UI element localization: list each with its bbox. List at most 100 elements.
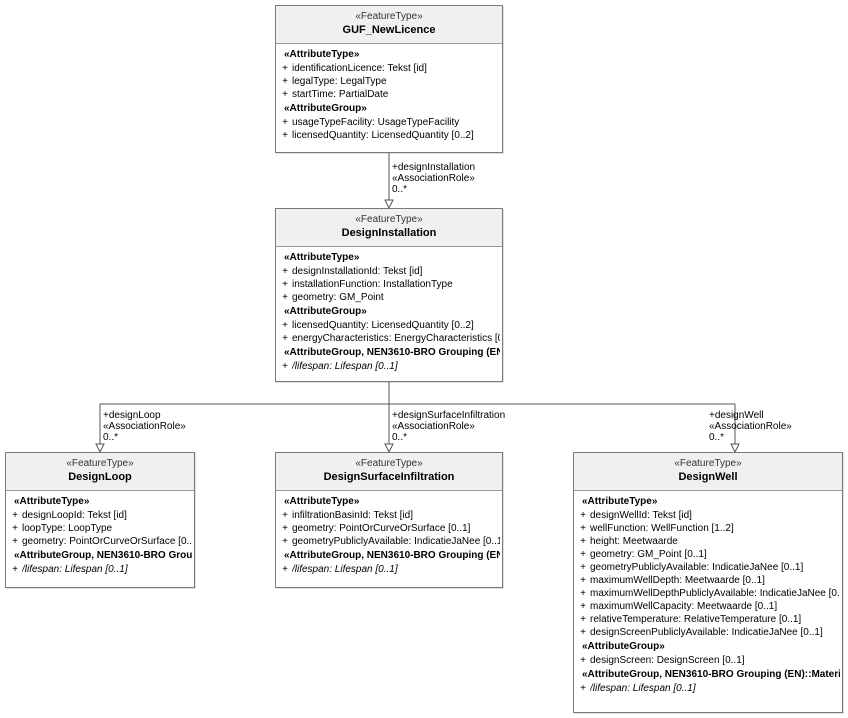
association-stereotype: «AssociationRole» (709, 421, 792, 432)
attribute-row: + designScreen: DesignScreen [0..1] (576, 654, 840, 667)
association-label-design-well: +designWell «AssociationRole» 0..* (709, 410, 792, 443)
class-stereotype: «FeatureType» (66, 458, 134, 469)
attribute-row: + /lifespan: Lifespan [0..1] (278, 360, 500, 373)
class-designsurfaceinfiltration[interactable]: «FeatureType» DesignSurfaceInfiltration … (275, 452, 503, 588)
attribute-text: energyCharacteristics: EnergyCharacteris… (292, 333, 500, 344)
attribute-row: + infiltrationBasinId: Tekst [id] (278, 509, 500, 522)
visibility-marker: + (580, 601, 586, 612)
visibility-marker: + (282, 564, 288, 575)
attribute-text: designInstallationId: Tekst [id] (292, 266, 423, 277)
attribute-row: + installationFunction: InstallationType (278, 278, 500, 291)
class-stereotype: «FeatureType» (674, 458, 742, 469)
visibility-marker: + (580, 510, 586, 521)
class-header: «FeatureType» DesignInstallation (276, 209, 502, 247)
visibility-marker: + (580, 549, 586, 560)
association-role: +designLoop (103, 410, 161, 421)
attribute-row: + designScreenPubliclyAvailable: Indicat… (576, 626, 840, 639)
visibility-marker: + (12, 536, 18, 547)
association-stereotype: «AssociationRole» (103, 421, 186, 432)
attribute-text: /lifespan: Lifespan [0..1] (22, 564, 128, 575)
class-designwell[interactable]: «FeatureType» DesignWell «AttributeType»… (573, 452, 843, 713)
attribute-text: usageTypeFacility: UsageTypeFacility (292, 117, 460, 128)
class-title: DesignSurfaceInfiltration (323, 471, 455, 483)
attribute-row: + height: Meetwaarde (576, 535, 840, 548)
visibility-marker: + (282, 89, 288, 100)
class-stereotype: «FeatureType» (355, 11, 423, 22)
attribute-row: + maximumWellCapacity: Meetwaarde [0..1] (576, 600, 840, 613)
visibility-marker: + (12, 564, 18, 575)
attribute-row: + designInstallationId: Tekst [id] (278, 265, 500, 278)
visibility-marker: + (580, 588, 586, 599)
attribute-row: + maximumWellDepthPubliclyAvailable: Ind… (576, 587, 840, 600)
attribute-row: + designLoopId: Tekst [id] (8, 509, 192, 522)
class-stereotype: «FeatureType» (355, 214, 423, 225)
attribute-text: height: Meetwaarde (590, 536, 678, 547)
attribute-group-label: «AttributeType» (284, 49, 360, 60)
attribute-text: geometry: PointOrCurveOrSurface [0..1] (292, 523, 471, 534)
attribute-row: + startTime: PartialDate (278, 88, 500, 101)
attribute-text: geometry: GM_Point [0..1] (590, 549, 707, 560)
visibility-marker: + (282, 292, 288, 303)
association-multiplicity: 0..* (709, 432, 725, 443)
attribute-row: + geometryPubliclyAvailable: IndicatieJa… (278, 535, 500, 548)
association-role: +designWell (709, 410, 764, 421)
attribute-text: designScreenPubliclyAvailable: Indicatie… (590, 627, 823, 638)
class-header: «FeatureType» GUF_NewLicence (276, 6, 502, 44)
attribute-row: + geometry: PointOrCurveOrSurface [0..1] (278, 522, 500, 535)
attribute-row: + /lifespan: Lifespan [0..1] (8, 563, 192, 576)
class-title: DesignInstallation (341, 227, 437, 239)
attribute-text: relativeTemperature: RelativeTemperature… (590, 614, 802, 625)
association-role: +designInstallation (392, 162, 476, 173)
visibility-marker: + (12, 523, 18, 534)
visibility-marker: + (282, 117, 288, 128)
attribute-text: geometry: PointOrCurveOrSurface [0..1] (22, 536, 192, 547)
class-designinstallation[interactable]: «FeatureType» DesignInstallation «Attrib… (275, 208, 503, 382)
attribute-text: maximumWellCapacity: Meetwaarde [0..1] (590, 601, 778, 612)
attribute-row: + geometry: PointOrCurveOrSurface [0..1] (8, 535, 192, 548)
attribute-group-label: «AttributeType» (582, 496, 658, 507)
attribute-group-label: «AttributeGroup, NEN3610-BRO Grouping (E… (582, 669, 840, 680)
visibility-marker: + (580, 523, 586, 534)
attribute-group-label: «AttributeGroup» (582, 641, 665, 652)
attribute-row: + licensedQuantity: LicensedQuantity [0.… (278, 129, 500, 142)
visibility-marker: + (282, 320, 288, 331)
attribute-group-label: «AttributeGroup» (284, 306, 367, 317)
attribute-row: + identificationLicence: Tekst [id] (278, 62, 500, 75)
visibility-marker: + (282, 361, 288, 372)
association-label-design-surface-infiltration: +designSurfaceInfiltration «AssociationR… (392, 410, 505, 443)
class-title: DesignLoop (68, 471, 132, 483)
attribute-text: geometryPubliclyAvailable: IndicatieJaNe… (590, 562, 804, 573)
visibility-marker: + (580, 614, 586, 625)
attribute-row: + wellFunction: WellFunction [1..2] (576, 522, 840, 535)
class-attributes: «AttributeType» + identificationLicence:… (276, 44, 502, 146)
visibility-marker: + (282, 266, 288, 277)
visibility-marker: + (282, 130, 288, 141)
visibility-marker: + (282, 523, 288, 534)
visibility-marker: + (282, 333, 288, 344)
attribute-row: + maximumWellDepth: Meetwaarde [0..1] (576, 574, 840, 587)
attribute-text: legalType: LegalType (292, 76, 387, 87)
attribute-row: + designWellId: Tekst [id] (576, 509, 840, 522)
attribute-row: + /lifespan: Lifespan [0..1] (576, 682, 840, 695)
attribute-row: + geometry: GM_Point [0..1] (576, 548, 840, 561)
class-guf-newlicence[interactable]: «FeatureType» GUF_NewLicence «AttributeT… (275, 5, 503, 153)
attribute-text: identificationLicence: Tekst [id] (292, 63, 427, 74)
class-header: «FeatureType» DesignSurfaceInfiltration (276, 453, 502, 491)
visibility-marker: + (282, 76, 288, 87)
attribute-group-label: «AttributeGroup» (284, 103, 367, 114)
attribute-text: geometryPubliclyAvailable: IndicatieJaNe… (292, 536, 500, 547)
association-multiplicity: 0..* (103, 432, 119, 443)
attribute-text: maximumWellDepth: Meetwaarde [0..1] (590, 575, 765, 586)
attribute-text: installationFunction: InstallationType (292, 279, 453, 290)
attribute-text: licensedQuantity: LicensedQuantity [0..2… (292, 320, 474, 331)
attribute-row: + relativeTemperature: RelativeTemperatu… (576, 613, 840, 626)
attribute-text: licensedQuantity: LicensedQuantity [0..2… (292, 130, 474, 141)
attribute-text: loopType: LoopType (22, 523, 113, 534)
attribute-row: + licensedQuantity: LicensedQuantity [0.… (278, 319, 500, 332)
visibility-marker: + (282, 536, 288, 547)
attribute-text: infiltrationBasinId: Tekst [id] (292, 510, 413, 521)
attribute-row: + geometry: GM_Point (278, 291, 500, 304)
class-designloop[interactable]: «FeatureType» DesignLoop «AttributeType»… (5, 452, 195, 588)
attribute-group-label: «AttributeType» (284, 496, 360, 507)
visibility-marker: + (12, 510, 18, 521)
